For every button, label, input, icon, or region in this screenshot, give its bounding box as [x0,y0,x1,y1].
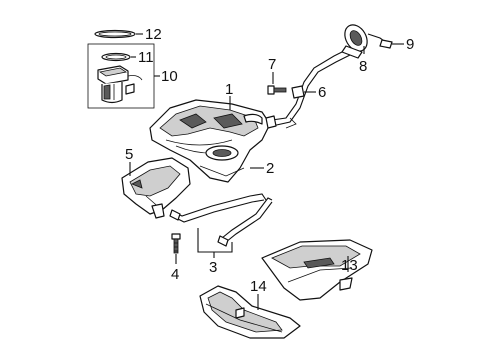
callout-7: 7 [268,56,276,73]
part-3-tank-straps [169,193,273,247]
leader-3 [197,228,233,253]
part-14-underbody-shield [199,285,301,339]
part-13-underbody-shield [261,239,373,301]
part-11-lock-ring [101,52,131,62]
callout-13: 13 [341,257,358,274]
callout-1: 1 [225,81,233,98]
part-7-bolt [267,85,287,95]
callout-4: 4 [171,266,179,283]
callout-8: 8 [359,58,367,75]
part-9-cap-tether [367,33,393,49]
callout-2: 2 [266,160,274,177]
part-4-strap-bolt [171,233,181,254]
callout-5: 5 [125,146,133,163]
callout-12: 12 [145,26,162,43]
part-1-fuel-tank [149,99,271,183]
callout-10: 10 [161,68,178,85]
callout-3: 3 [209,259,217,276]
callout-11: 11 [138,49,154,66]
part-10-fuel-pump-module [97,65,143,104]
callout-14: 14 [250,278,267,295]
part-6-filler-neck [265,47,353,129]
part-12-seal-ring [94,29,136,39]
part-8-filler-housing [341,24,368,59]
callout-9: 9 [406,36,414,53]
part-5-heat-shield [121,157,191,219]
callout-6: 6 [318,84,326,101]
